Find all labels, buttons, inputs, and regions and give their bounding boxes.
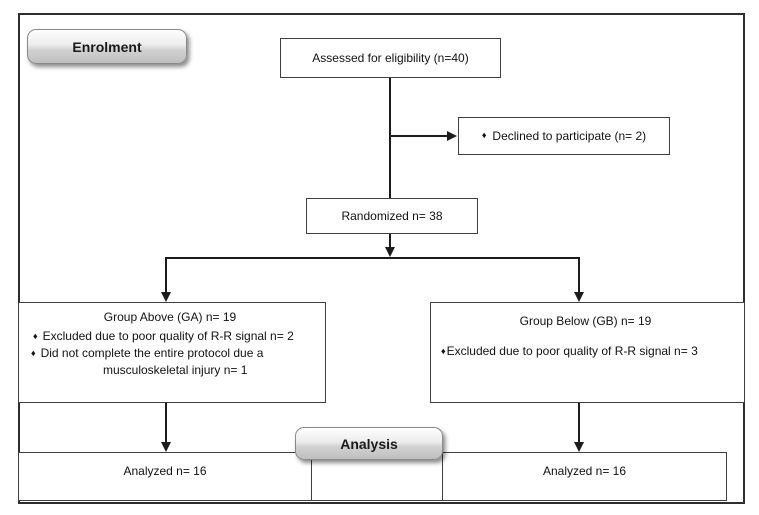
arrowhead-group-below: [574, 292, 584, 302]
enrolment-phase-label: Enrolment: [72, 38, 142, 55]
group-below-bullet-1: ♦Excluded due to poor quality of R-R sig…: [441, 344, 698, 358]
group-above-box: Group Above (GA) n= 19 ♦Excluded due to …: [18, 302, 326, 403]
arrowhead-group-above: [161, 292, 171, 302]
line-group-above-to-analyzed: [165, 403, 167, 443]
randomized-box: Randomized n= 38: [306, 198, 478, 234]
group-above-bullet-1: ♦Excluded due to poor quality of R-R sig…: [33, 329, 294, 343]
assessed-eligibility-box: Assessed for eligibility (n=40): [280, 38, 501, 78]
line-to-declined: [389, 135, 447, 137]
group-below-title: Group Below (GB) n= 19: [519, 314, 652, 328]
arrowhead-analyzed-right: [574, 442, 584, 452]
analysis-phase-badge: Analysis: [295, 427, 443, 460]
line-branch-left: [165, 257, 167, 292]
assessed-eligibility-label: Assessed for eligibility (n=40): [312, 51, 469, 65]
group-above-title: Group Above (GA) n= 19: [103, 310, 237, 324]
arrowhead-to-declined: [447, 131, 457, 141]
diamond-bullet-icon: ♦: [33, 331, 38, 341]
line-randomized-to-junction: [389, 234, 391, 249]
diagram-outer-frame: [18, 13, 745, 504]
group-below-box: Group Below (GB) n= 19 ♦Excluded due to …: [430, 302, 745, 403]
declined-label: Declined to participate (n= 2): [492, 129, 647, 143]
enrolment-phase-badge: Enrolment: [27, 29, 187, 64]
randomized-label: Randomized n= 38: [341, 209, 443, 223]
diamond-bullet-icon: ♦: [441, 346, 446, 356]
diamond-bullet-icon: ♦: [481, 130, 487, 140]
diamond-bullet-icon: ♦: [31, 348, 36, 358]
declined-box: ♦ Declined to participate (n= 2): [458, 117, 670, 155]
analyzed-right-label: Analyzed n= 16: [542, 464, 627, 478]
line-group-below-to-analyzed: [578, 403, 580, 443]
analyzed-right-box: Analyzed n= 16: [442, 452, 727, 501]
arrowhead-analyzed-left: [161, 442, 171, 452]
analyzed-left-box: Analyzed n= 16: [18, 452, 312, 501]
branch-line: [165, 257, 579, 259]
line-assessed-to-randomized: [389, 78, 391, 198]
analysis-phase-label: Analysis: [340, 435, 398, 452]
group-above-bullet-2: ♦Did not complete the entire protocol du…: [31, 346, 264, 377]
arrowhead-junction: [385, 247, 395, 257]
line-branch-right: [578, 257, 580, 292]
analyzed-left-label: Analyzed n= 16: [123, 464, 207, 478]
